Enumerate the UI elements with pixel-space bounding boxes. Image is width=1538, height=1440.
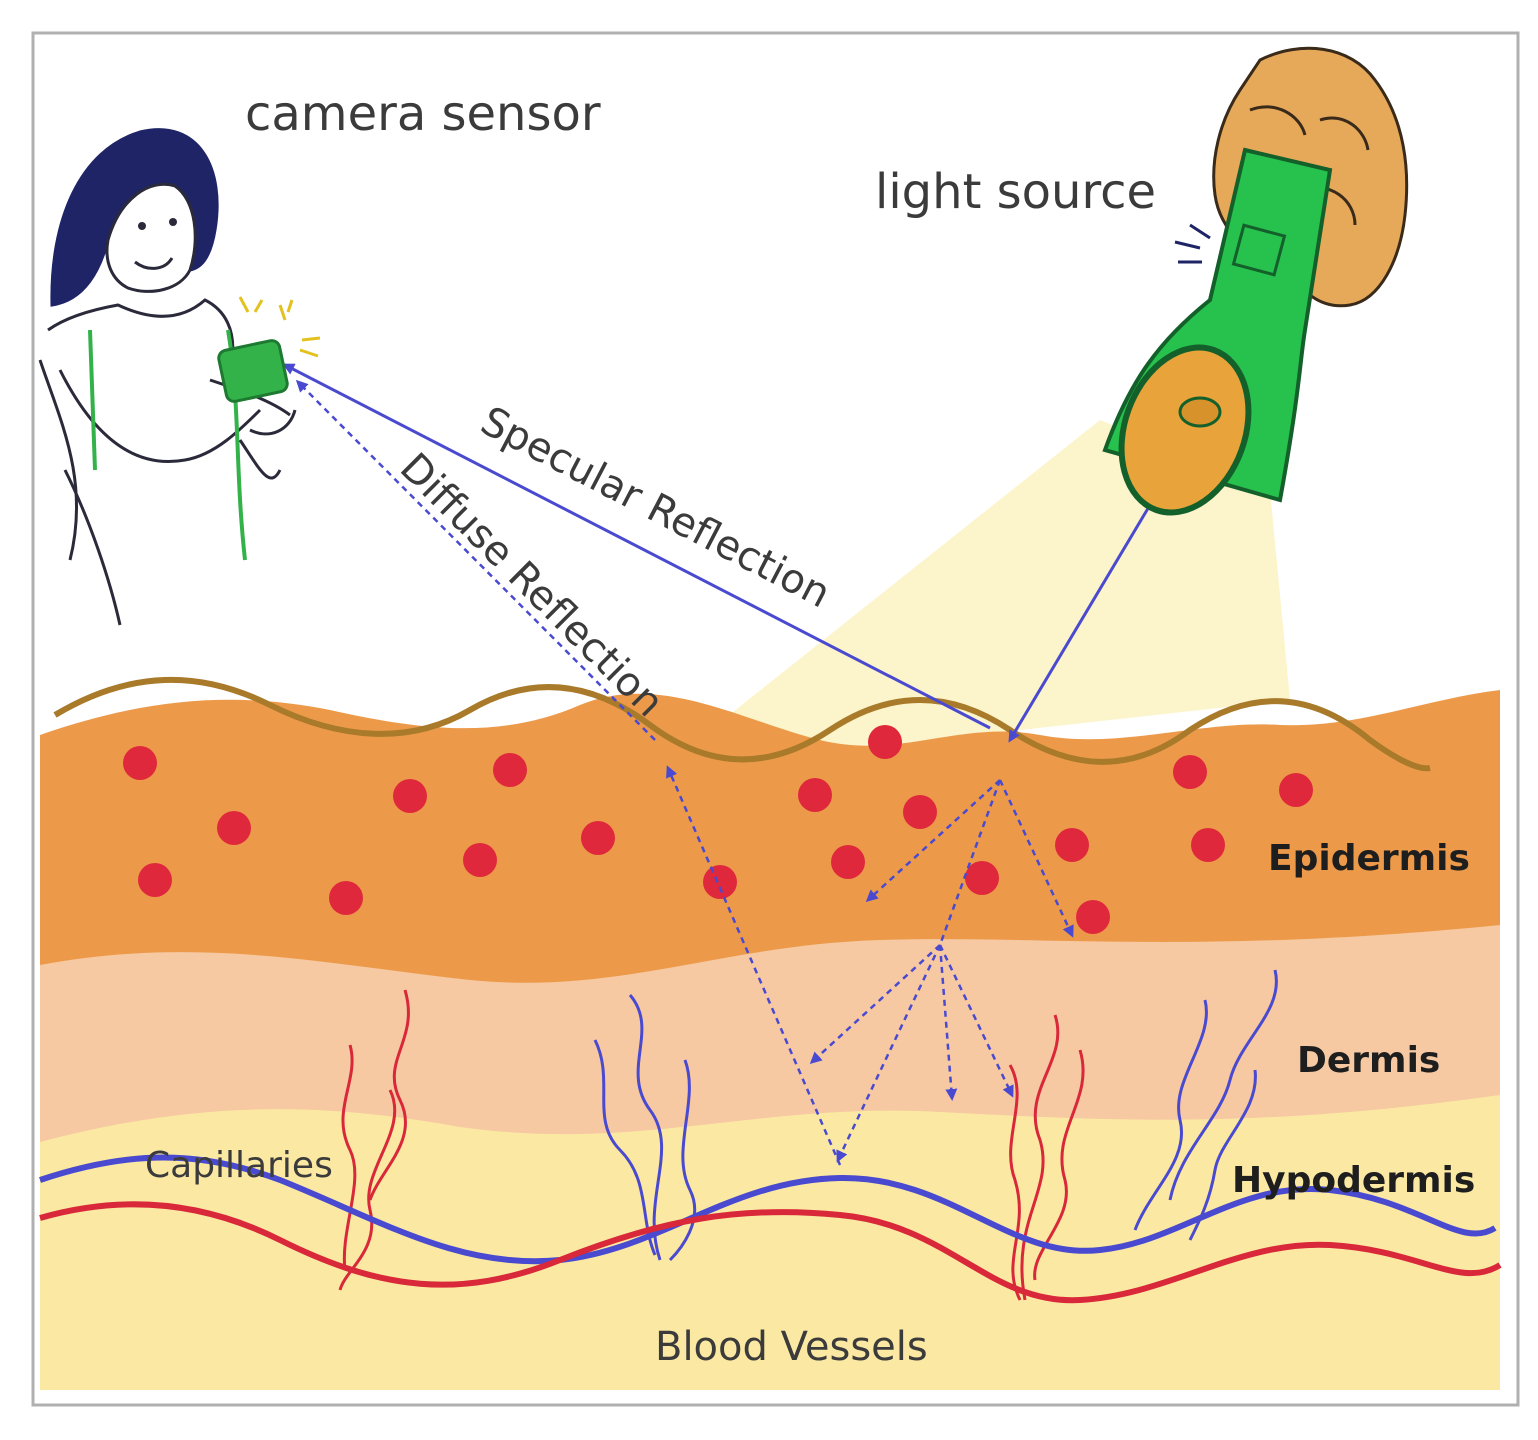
sparkle-icon (238, 296, 321, 358)
melanin-dot (493, 753, 527, 787)
melanin-dot (798, 778, 832, 812)
melanin-dot (217, 811, 251, 845)
melanin-dots (123, 725, 1313, 934)
melanin-dot (903, 795, 937, 829)
melanin-dot (329, 881, 363, 915)
epidermis-label: Epidermis (1268, 838, 1470, 879)
epidermis-layer (40, 690, 1500, 983)
melanin-dot (1191, 828, 1225, 862)
capillaries-label: Capillaries (145, 1145, 333, 1186)
melanin-dot (138, 863, 172, 897)
flashlight-illustration (1102, 46, 1409, 516)
phone-icon (217, 339, 289, 403)
melanin-dot (1076, 900, 1110, 934)
hypodermis-layer (40, 1090, 1500, 1390)
melanin-dot (123, 746, 157, 780)
skin-surface-line (53, 676, 1431, 772)
melanin-dot (1173, 755, 1207, 789)
melanin-dot (463, 843, 497, 877)
specular-reflection-ray (282, 363, 991, 730)
dermis-label: Dermis (1297, 1040, 1440, 1081)
vein-vessel (39, 1154, 1497, 1265)
person-face (105, 182, 197, 293)
light-source-label: light source (875, 164, 1156, 220)
melanin-dot (393, 779, 427, 813)
person-illustration (38, 128, 321, 626)
light-rays (282, 363, 1152, 1166)
melanin-dot (1279, 773, 1313, 807)
camera-sensor-label: camera sensor (245, 86, 601, 142)
melanin-dot (831, 845, 865, 879)
melanin-dot (1055, 828, 1089, 862)
hypodermis-label: Hypodermis (1232, 1160, 1475, 1201)
melanin-dot (868, 725, 902, 759)
melanin-dot (965, 861, 999, 895)
melanin-dot (581, 821, 615, 855)
melanin-dot (703, 865, 737, 899)
incident-ray (1008, 504, 1152, 743)
light-beam (660, 420, 1290, 770)
dermis-layer (40, 920, 1500, 1142)
blood-vessels-label: Blood Vessels (655, 1324, 928, 1370)
artery-vessel (39, 1201, 1502, 1304)
diffuse-rays (295, 379, 1074, 1166)
